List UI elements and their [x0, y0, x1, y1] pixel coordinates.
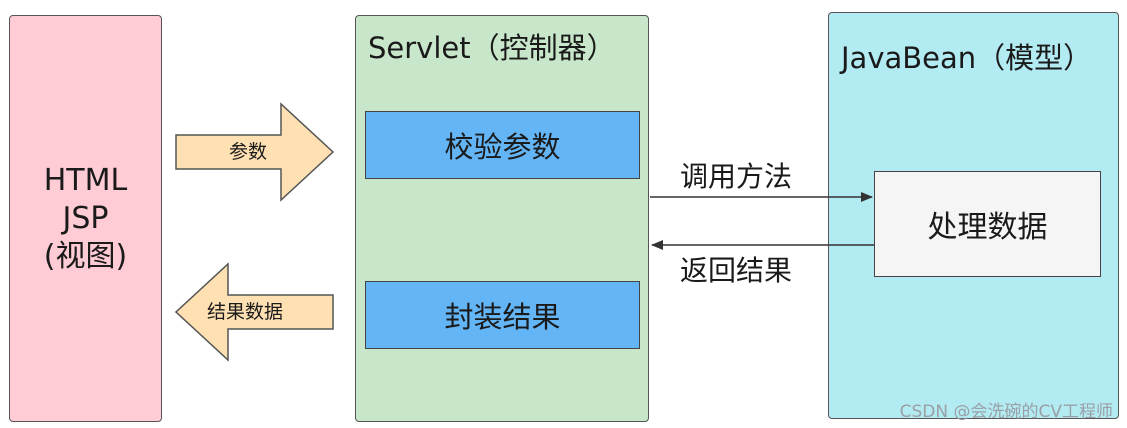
right-arrow-icon	[175, 102, 335, 202]
model-title: JavaBean（模型）	[841, 41, 1093, 75]
validate-params-box: 校验参数	[365, 111, 640, 179]
controller-title: Servlet（控制器）	[368, 31, 616, 65]
watermark: CSDN @会洗碗的CV工程师	[899, 402, 1113, 422]
result-data-label: 结果数据	[207, 301, 284, 323]
params-label: 参数	[229, 141, 268, 163]
wrap-result-box: 封装结果	[365, 281, 640, 349]
left-arrow-icon	[175, 262, 334, 362]
controller-panel: Servlet（控制器） 校验参数 封装结果	[355, 15, 649, 422]
process-data-box: 处理数据	[874, 171, 1101, 277]
view-label: HTML JSP (视图)	[43, 162, 128, 274]
view-panel: HTML JSP (视图)	[9, 15, 162, 422]
call-method-label: 调用方法	[680, 160, 793, 193]
return-result-label: 返回结果	[680, 254, 793, 287]
params-arrow: 参数	[175, 102, 335, 202]
result-data-arrow: 结果数据	[175, 262, 335, 362]
